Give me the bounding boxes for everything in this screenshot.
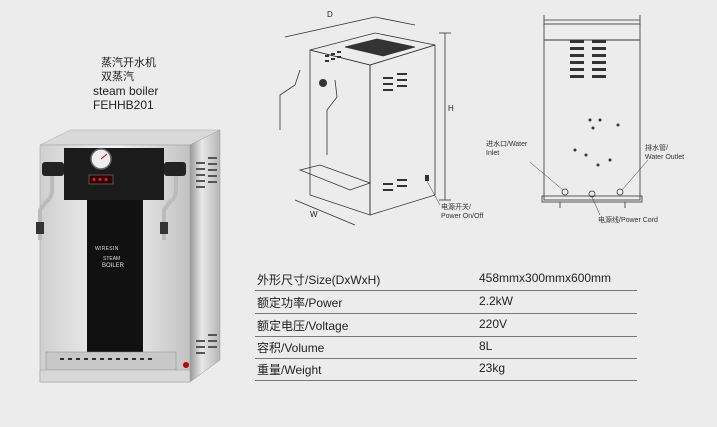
dimension-w-label: W	[310, 210, 318, 219]
power-switch-label-en: Power On/Off	[441, 213, 484, 220]
water-outlet-label: 排水管/ Water Outlet	[645, 144, 684, 162]
spec-label: 额定功率/Power	[257, 296, 343, 310]
spec-value: 2.2kW	[479, 294, 514, 308]
spec-label: 容积/Volume	[257, 341, 325, 355]
product-name-cn: 蒸汽开水机	[101, 57, 156, 69]
spec-value: 458mmx300mmx600mm	[479, 271, 612, 285]
product-title: 蒸汽开水机 双蒸汽 steam boiler FEHHB201	[93, 56, 158, 112]
water-inlet-label: 进水口/Water Inlet	[486, 140, 527, 158]
spec-value: 8L	[479, 339, 493, 353]
spec-value: 23kg	[479, 361, 506, 375]
water-outlet-label-cn: 排水管/	[645, 145, 668, 152]
dimension-h-label: H	[448, 104, 454, 113]
water-inlet-label-en: Inlet	[486, 150, 500, 157]
product-name-en: steam boiler	[93, 84, 159, 98]
panel-text-line1: STEAM	[103, 256, 121, 262]
product-model: FEHHB201	[93, 98, 154, 112]
spec-value: 220V	[479, 317, 508, 331]
spec-label: 重量/Weight	[257, 363, 322, 377]
back-view-drawing	[530, 15, 649, 216]
spec-row: 容积/Volume 8L	[255, 336, 637, 359]
spec-row: 额定电压/Voltage 220V	[255, 314, 637, 337]
spec-label: 外形尺寸/Size(DxWxH)	[257, 273, 381, 287]
spec-row: 额定功率/Power 2.2kW	[255, 291, 637, 314]
power-switch-label: 电源开关/ Power On/Off	[441, 203, 483, 221]
product-photo	[36, 129, 221, 383]
product-subtitle-cn: 双蒸汽	[101, 71, 134, 83]
power-cord-label: 电源线/Power Cord	[598, 217, 658, 224]
spec-label: 额定电压/Voltage	[257, 319, 349, 333]
water-outlet-label-en: Water Outlet	[645, 154, 685, 161]
spec-row: 重量/Weight 23kg	[255, 358, 637, 381]
power-switch-label-cn: 电源开关/	[441, 204, 471, 211]
panel-brand: WIRESIN	[95, 246, 119, 252]
spec-row: 外形尺寸/Size(DxWxH) 458mmx300mmx600mm	[255, 268, 637, 291]
panel-text-line2: BOILER	[102, 263, 125, 269]
water-inlet-label-cn: 进水口/Water	[486, 141, 528, 148]
isometric-drawing	[279, 16, 451, 226]
dimension-d-label: D	[327, 10, 333, 19]
